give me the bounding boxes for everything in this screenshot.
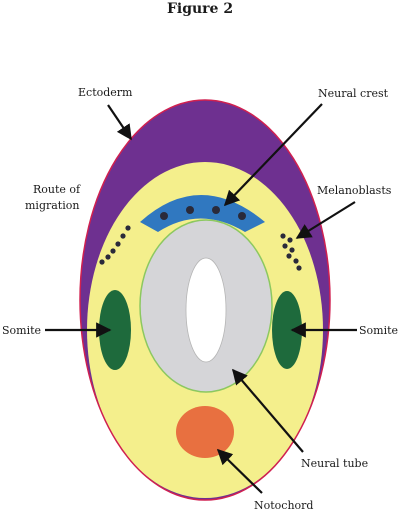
ectoderm-outline [79, 99, 331, 501]
label-ectoderm: Ectoderm [78, 86, 133, 99]
left-melanoblast-dots [99, 225, 131, 265]
melanoblasts-arrow [295, 201, 356, 239]
label-route-of: Route of [33, 183, 81, 196]
right-melanoblast-dots [280, 233, 302, 271]
notochord-arrow [216, 448, 263, 494]
somite-right-shape [272, 291, 302, 369]
neural-tube-arrow [232, 368, 304, 453]
label-notochord: Notochord [254, 499, 313, 512]
figure-title: Figure 2 [167, 1, 233, 17]
neural-crest-arrow [223, 103, 323, 207]
notochord-shape [176, 406, 234, 458]
label-neural-tube: Neural tube [301, 457, 368, 470]
label-somite-right: Somite [359, 324, 398, 337]
label-neural-crest: Neural crest [318, 87, 389, 100]
label-melanoblasts: Melanoblasts [317, 184, 392, 197]
neural-crest-dots [160, 206, 246, 220]
ectoderm-arrow [107, 104, 132, 141]
label-somite-left: Somite [2, 324, 41, 337]
neural-canal [185, 257, 227, 363]
somite-left-shape [99, 290, 131, 370]
label-migration: migration [25, 199, 79, 212]
